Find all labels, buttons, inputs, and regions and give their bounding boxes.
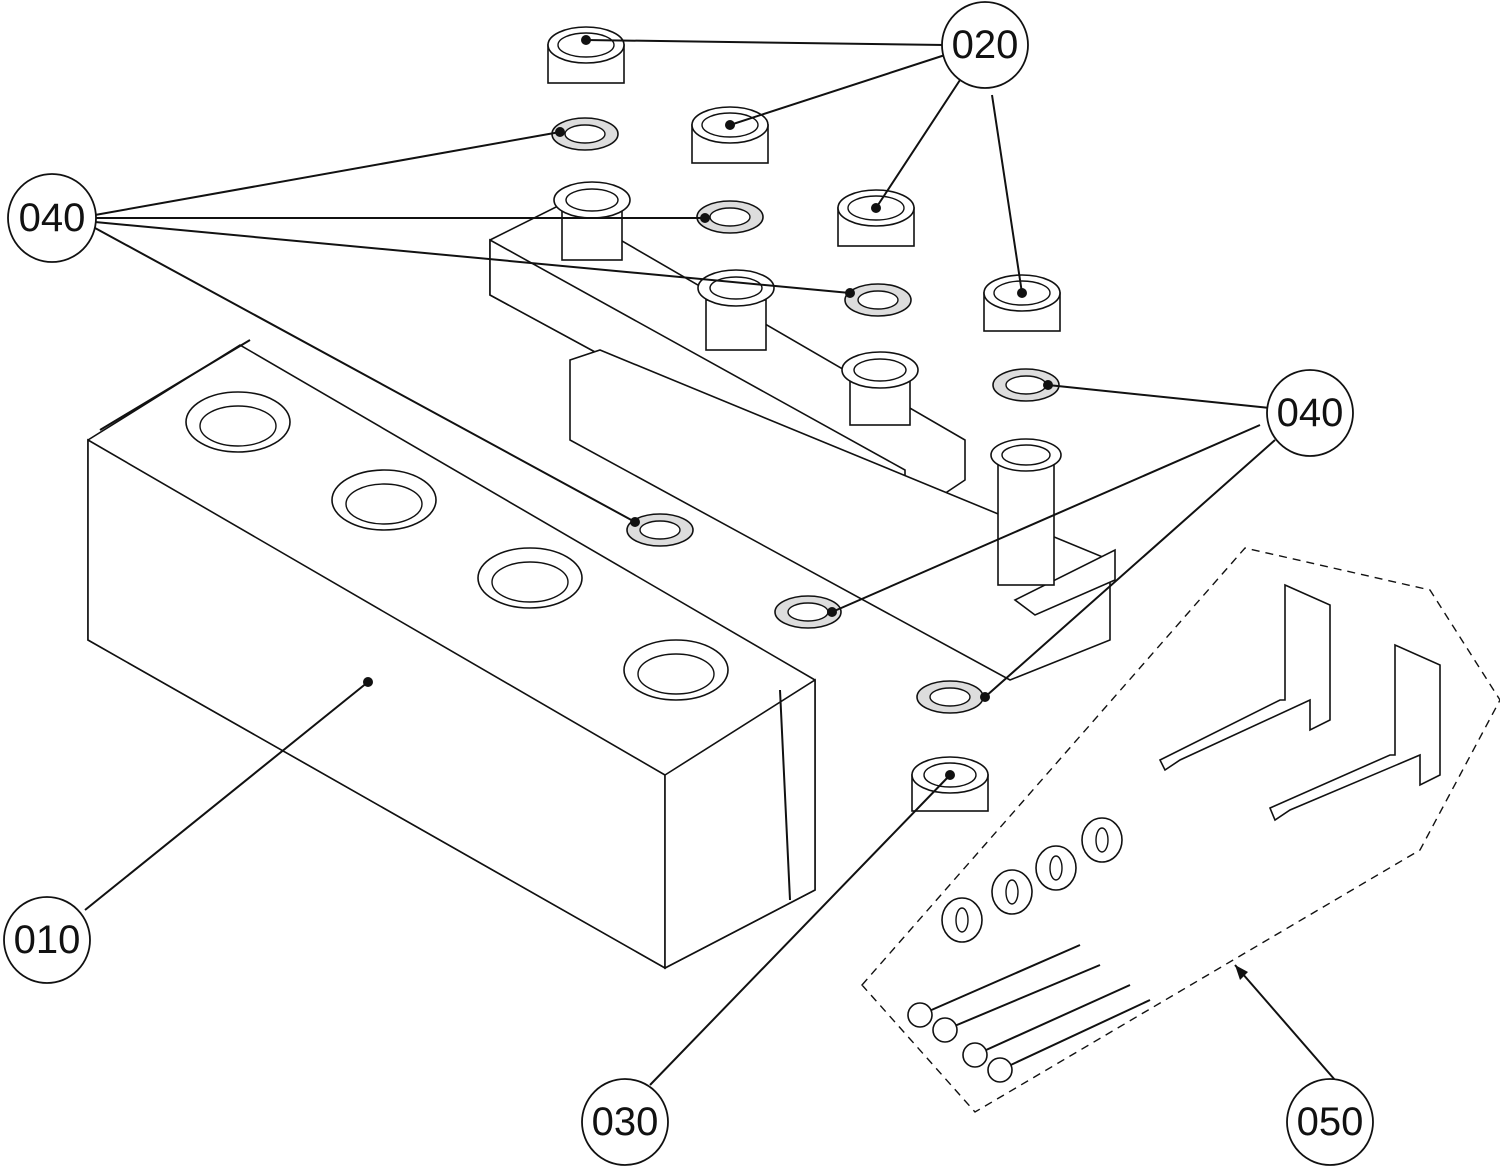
- screw-and-dowel: [907, 944, 1151, 1083]
- callout-020-text: 020: [952, 23, 1019, 67]
- leader-dots: [363, 35, 1053, 780]
- leader-lines: [84, 39, 1336, 1086]
- wall-bracket: [1158, 583, 1441, 822]
- callout-040-left: 040: [7, 173, 97, 263]
- union-nut: [547, 26, 1061, 332]
- insulation-shell: [87, 339, 816, 970]
- callout-050-text: 050: [1297, 1100, 1364, 1144]
- shell-socket: [185, 391, 729, 701]
- callout-040-left-text: 040: [19, 196, 86, 240]
- callout-050: 050: [1286, 1078, 1374, 1166]
- callout-020: 020: [941, 1, 1029, 89]
- manifold-block: [489, 204, 1116, 681]
- callout-040-right-text: 040: [1277, 391, 1344, 435]
- mounting-kit: [861, 547, 1500, 1113]
- callout-010-text: 010: [14, 918, 81, 962]
- callout-040-right: 040: [1266, 369, 1354, 457]
- callout-030: 030: [581, 1078, 669, 1166]
- callout-010: 010: [3, 896, 91, 984]
- callout-030-text: 030: [592, 1100, 659, 1144]
- gasket: [551, 117, 1060, 714]
- union-nut-small: [911, 756, 989, 812]
- washer: [941, 817, 1123, 943]
